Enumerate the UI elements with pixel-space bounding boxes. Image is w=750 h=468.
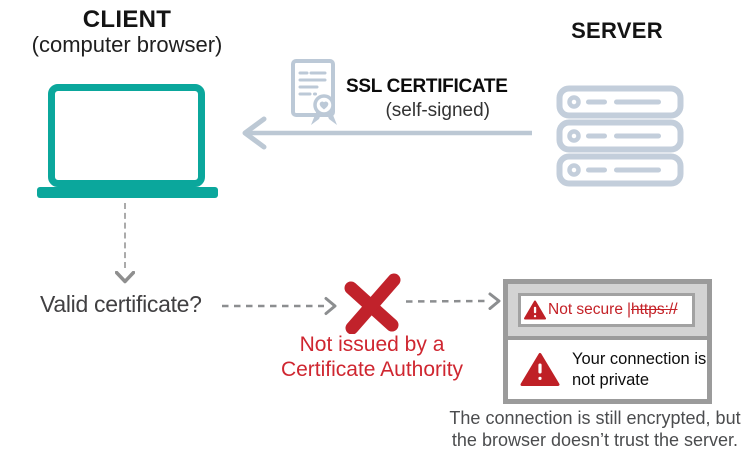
dashed-arrow-to-browser-icon: [406, 292, 501, 310]
footnote-line-2: the browser doesn’t trust the server.: [451, 430, 739, 450]
footnote-line-1: The connection is still encrypted, but: [449, 408, 741, 428]
address-bar-text: Not secure|https://: [548, 301, 678, 319]
verdict-text: Not issued by a Certificate Authority: [262, 332, 482, 382]
dashed-arrow-to-x-icon: [222, 297, 337, 315]
warning-dialog-text: Your connection is not private: [572, 349, 706, 391]
dashed-down-line: [124, 203, 126, 268]
valid-certificate-question: Valid certificate?: [40, 291, 202, 317]
ssl-certificate-label: SSL CERTIFICATE: [346, 76, 508, 97]
ssl-certificate-icon: [291, 59, 337, 125]
server-title: SERVER: [571, 18, 663, 43]
laptop-base: [37, 187, 218, 198]
connection-warning-dialog: Your connection is not private: [508, 336, 707, 399]
red-x-icon: [344, 273, 401, 334]
warning-triangle-icon: [524, 300, 546, 320]
verdict-line-1: Not issued by a: [299, 333, 445, 356]
footnote: The connection is still encrypted, but t…: [440, 407, 750, 451]
https-url-struck: https://: [630, 301, 678, 318]
not-secure-label: Not secure: [548, 301, 623, 318]
warning-line-2: not private: [572, 370, 650, 389]
server-to-client-arrow-icon: [242, 116, 532, 150]
client-subtitle: (computer browser): [31, 32, 223, 57]
warning-line-1: Your connection is: [572, 349, 707, 368]
address-bar: Not secure|https://: [518, 293, 695, 327]
verdict-line-2: Certificate Authority: [280, 358, 464, 381]
down-arrowhead-icon: [115, 271, 135, 284]
browser-toolbar: Not secure|https://: [508, 284, 707, 336]
warning-triangle-large-icon: [520, 353, 560, 386]
browser-window: Not secure|https:// Your connection is n…: [503, 279, 712, 404]
laptop-screen: [48, 84, 205, 187]
self-signed-label: (self-signed): [385, 100, 490, 121]
address-separator: |: [626, 301, 631, 318]
server-icon: [556, 85, 684, 187]
client-title: CLIENT: [82, 6, 172, 33]
